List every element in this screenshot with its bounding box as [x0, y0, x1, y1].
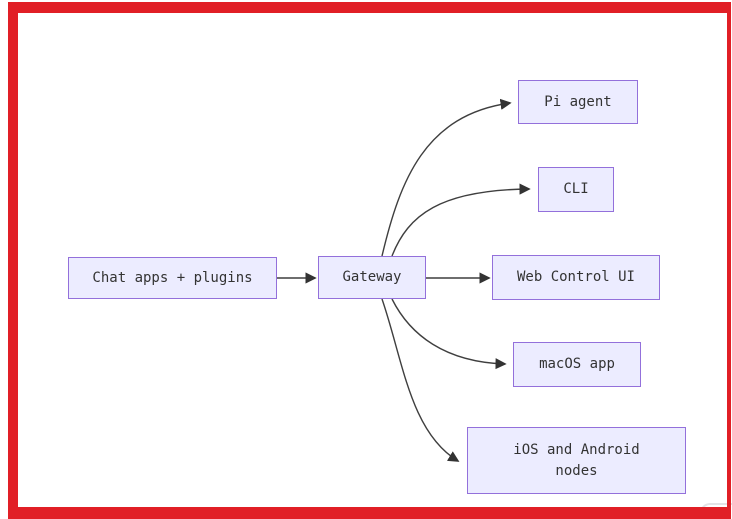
- node-label-line2: nodes: [555, 462, 598, 479]
- node-label-line1: iOS and Android: [513, 441, 640, 458]
- node-label: Chat apps + plugins: [92, 269, 253, 286]
- node-chat-apps-plugins: Chat apps + plugins: [68, 257, 277, 299]
- corner-widget-fragment: [700, 503, 732, 519]
- edge-gateway-to-pi-agent: [381, 98, 512, 257]
- node-pi-agent: Pi agent: [518, 80, 638, 124]
- edge-gateway-to-cli: [391, 183, 531, 257]
- edge-gateway-to-ios-android-nodes: [381, 298, 460, 462]
- node-label: Gateway: [342, 269, 402, 285]
- node-cli: CLI: [538, 167, 614, 212]
- node-label: Pi agent: [544, 93, 612, 110]
- edge-gateway-to-macos-app: [391, 298, 507, 370]
- node-label: macOS app: [539, 356, 615, 372]
- node-label: CLI: [563, 181, 589, 197]
- node-label: Web Control UI: [516, 269, 635, 285]
- node-ios-android-nodes: iOS and Android nodes: [467, 427, 686, 494]
- node-macos-app: macOS app: [513, 342, 641, 387]
- node-gateway: Gateway: [318, 256, 426, 299]
- node-web-control-ui: Web Control UI: [492, 255, 660, 300]
